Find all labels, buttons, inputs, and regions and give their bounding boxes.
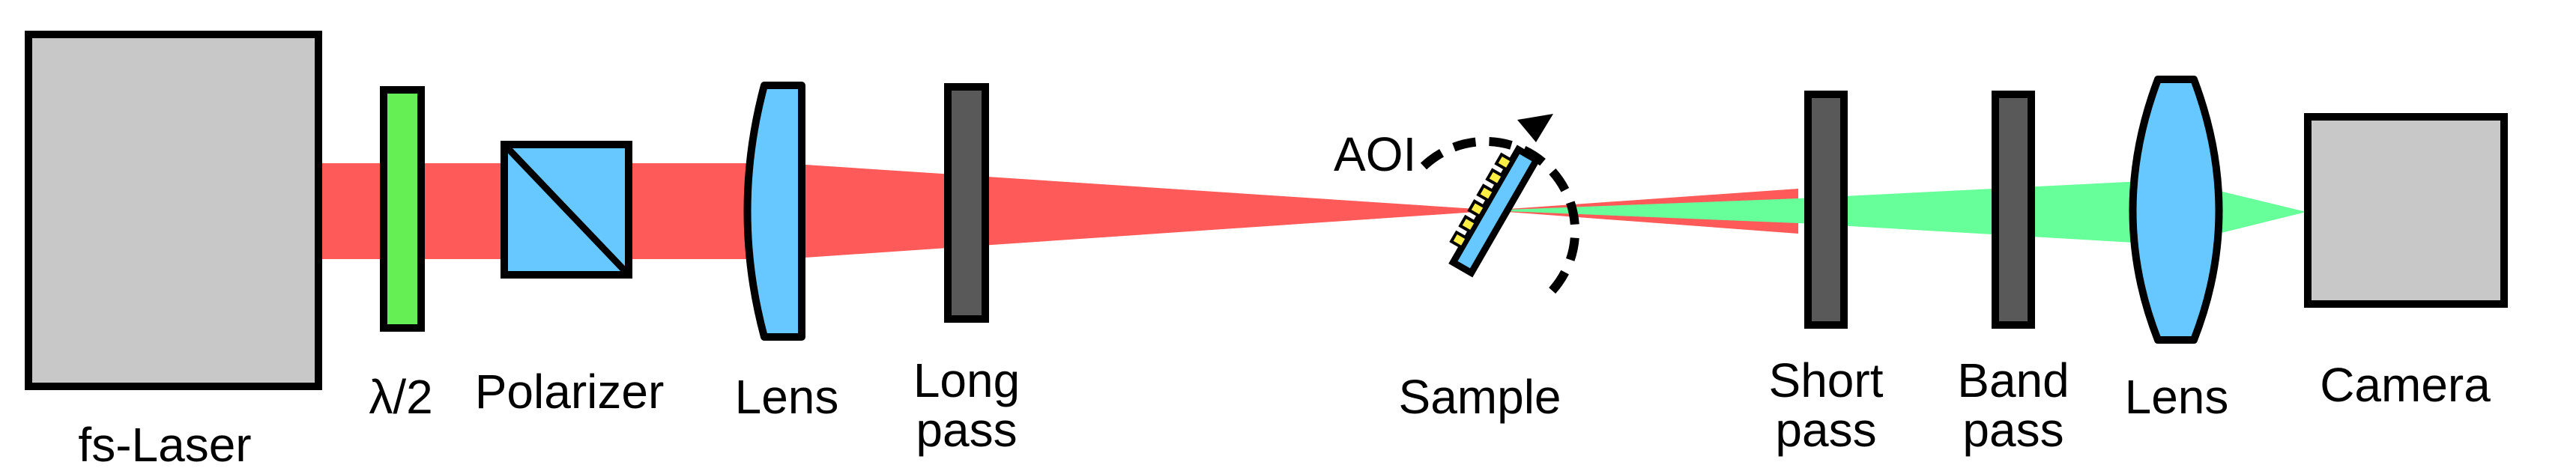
waveplate-label: λ/2 xyxy=(369,370,432,424)
camera-label: Camera xyxy=(2320,358,2491,412)
lens-in-label: Lens xyxy=(735,370,839,424)
bandpass-label-line1: Band xyxy=(1957,353,2069,407)
shortpass-label-line2: pass xyxy=(1775,403,1876,457)
laser-label: fs-Laser xyxy=(78,418,251,468)
biconvex-lens-icon xyxy=(2129,76,2223,344)
plano-convex-lens-icon xyxy=(743,82,805,341)
second-harmonic-beam xyxy=(1487,198,1798,223)
aoi-label: AOI xyxy=(1334,127,1416,181)
half-wave-plate-icon xyxy=(380,86,425,332)
shortpass-filter-icon xyxy=(1804,91,1848,329)
second-harmonic-beam-expanded xyxy=(1798,180,2173,245)
rotation-arrow-icon xyxy=(1420,136,1580,300)
rotating-sample-icon xyxy=(1420,114,1580,300)
polarizer-label: Polarizer xyxy=(475,365,665,419)
bandpass-label-line2: pass xyxy=(1962,403,2063,457)
longpass-label-line1: Long xyxy=(913,353,1020,407)
longpass-label-line2: pass xyxy=(916,403,1017,457)
rotation-arrowhead-icon xyxy=(1517,114,1553,142)
shortpass-label-line1: Short xyxy=(1769,353,1884,407)
lens-out-label: Lens xyxy=(2125,370,2229,424)
longpass-filter-icon xyxy=(944,83,989,323)
bandpass-filter-icon xyxy=(1992,91,2035,329)
polarizer-cube-icon xyxy=(501,141,632,279)
laser-housing-icon xyxy=(25,31,322,390)
sample-label: Sample xyxy=(1399,370,1561,424)
camera-body-icon xyxy=(2304,113,2508,308)
